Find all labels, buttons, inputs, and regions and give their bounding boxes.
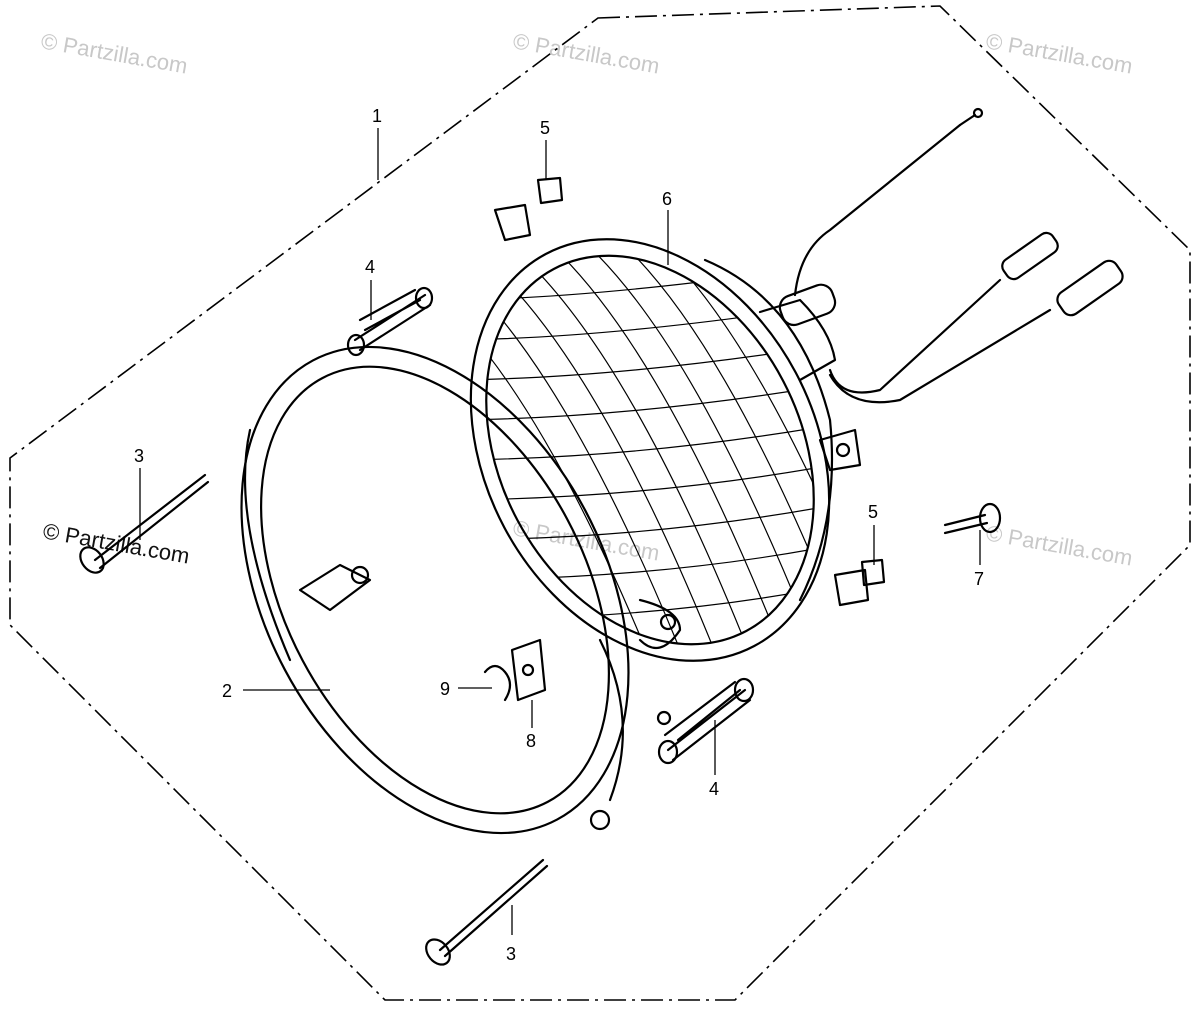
callout-6: 6 [662,189,672,209]
spring-clip-9 [483,664,512,702]
watermark-top-left: © Partzilla.com [39,28,189,78]
screw-bottom [425,858,549,966]
bolt-7 [943,502,1002,535]
callout-7: 7 [974,569,984,589]
spring-upper [346,286,434,357]
watermarks: © Partzilla.com © Partzilla.com © Partzi… [39,28,1134,570]
spring-lower [657,677,755,765]
callout-1: 1 [372,106,382,126]
callout-2: 2 [222,681,232,701]
headlight-unit [421,203,879,702]
callout-9: 9 [440,679,450,699]
callout-5-lower: 5 [868,502,878,522]
clip-8 [510,638,547,702]
callout-3-left: 3 [134,446,144,466]
callout-4-lower: 4 [709,779,719,799]
callout-8: 8 [526,731,536,751]
watermark-right: © Partzilla.com [984,520,1134,570]
assembly-boundary [9,5,1191,1001]
callout-3-bottom: 3 [506,944,516,964]
nut-5-upper [536,176,564,205]
watermark-top-center: © Partzilla.com [511,28,661,78]
screw-left [79,473,210,574]
callout-5-upper: 5 [540,118,550,138]
wiring [793,107,1124,404]
callout-4-upper: 4 [365,257,375,277]
headlight-rim [240,345,682,835]
leader-lines [139,128,981,935]
callouts: 1 2 3 3 4 4 5 5 6 7 8 9 [134,106,984,964]
nut-5-lower [860,558,886,587]
